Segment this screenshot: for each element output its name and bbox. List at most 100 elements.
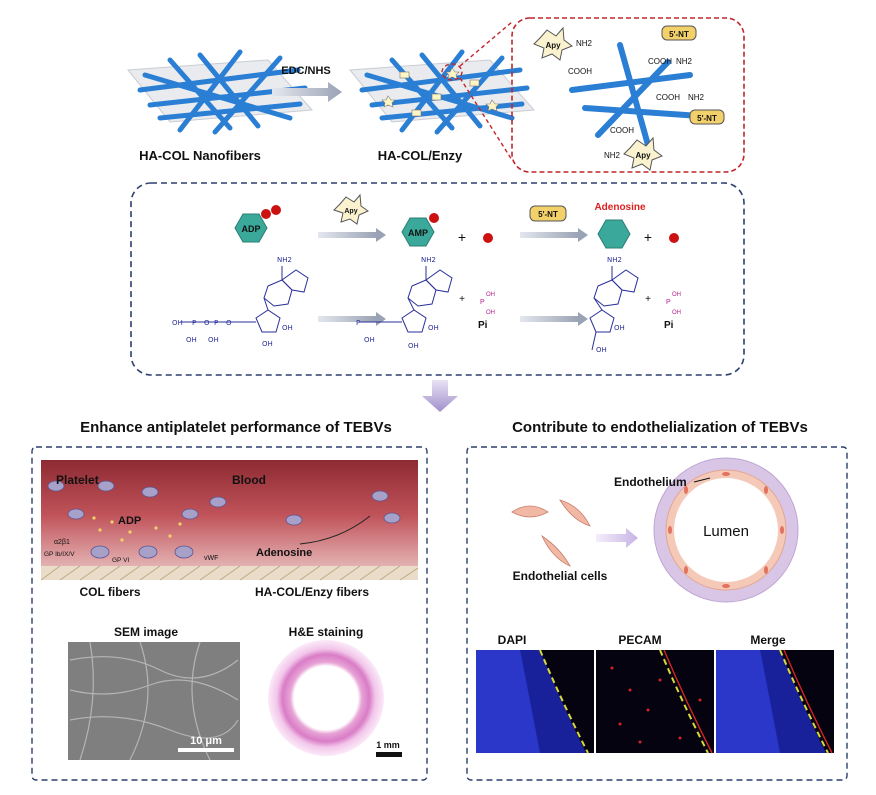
svg-text:Apy: Apy — [344, 208, 357, 215]
inset-nh2-2: NH2 — [676, 57, 693, 66]
adp-p-2: P — [214, 319, 218, 327]
he-title: H&E staining — [289, 625, 364, 639]
lumen-label: Lumen — [703, 523, 749, 540]
svg-text:ADP: ADP — [241, 224, 260, 234]
svg-text:5'-NT: 5'-NT — [697, 114, 717, 123]
adenosine-molecule — [597, 219, 631, 249]
pecam-image — [596, 649, 714, 754]
pecam-title: PECAM — [618, 633, 661, 647]
adenosine-oh-1: OH — [614, 324, 625, 332]
he-scale-bar — [376, 752, 402, 757]
nt-enzyme-1: 5'-NT — [661, 25, 697, 41]
platelet-label: Platelet — [56, 473, 99, 487]
dapi-title: DAPI — [498, 633, 527, 647]
pi-1-label: Pi — [478, 320, 488, 331]
pi-2-p: P — [666, 299, 671, 306]
right-panel-box — [466, 446, 848, 781]
pi-1-oh-a: OH — [486, 292, 495, 298]
a2b1-label: α2β1 — [54, 539, 70, 546]
inset-fiber — [569, 42, 703, 148]
amp-oh-1: OH — [364, 336, 375, 344]
pi-2-label: Pi — [664, 320, 674, 331]
svg-text:5'-NT: 5'-NT — [669, 30, 689, 39]
cells-to-lumen-arrow — [596, 528, 638, 548]
reaction-arrow — [272, 82, 342, 102]
nanofiber-mesh-enzy — [349, 49, 536, 135]
structure-arrow-2 — [520, 316, 578, 322]
adp-dots — [92, 516, 182, 542]
sem-image — [68, 642, 240, 760]
adenosine-oh-2: OH — [596, 346, 607, 354]
endothelium-nuclei — [668, 472, 784, 588]
reaction-label: EDC/NHS — [281, 65, 331, 77]
sem-title: SEM image — [114, 625, 178, 639]
gpvi-label: GP VI — [112, 557, 129, 564]
nt-enzyme-2: 5'-NT — [689, 109, 725, 125]
apy-enzyme-1: Apy — [533, 26, 574, 61]
adp-structure — [180, 266, 309, 333]
adp-oh-5: OH — [262, 340, 273, 348]
platelets — [47, 480, 401, 559]
adp-oh-3: OH — [208, 336, 219, 344]
adenosine-label: Adenosine — [256, 547, 312, 559]
gpib-label: GP Ib/IX/V — [44, 551, 75, 558]
he-scale-label: 1 mm — [376, 740, 400, 750]
svg-text:Apy: Apy — [545, 41, 561, 50]
endothelial-cells-label: Endothelial cells — [513, 569, 608, 583]
down-arrow — [422, 380, 458, 412]
zoom-lines — [441, 21, 513, 161]
sem-scale-bar — [178, 748, 234, 752]
pi-1-oh-b: OH — [486, 310, 495, 316]
amp-p: P — [356, 319, 360, 327]
adp-oh-4: OH — [282, 324, 293, 332]
adenosine-structure — [589, 266, 639, 351]
plus-1: + — [458, 229, 466, 245]
apy-enzyme-2: Apy — [623, 136, 664, 171]
col-fibers-label: COL fibers — [79, 585, 140, 599]
structure-arrow-1 — [318, 316, 376, 322]
vwf-label: vWF — [204, 555, 218, 562]
amp-oh-2: OH — [428, 324, 439, 332]
svg-text:Apy: Apy — [635, 151, 651, 160]
pi-2-oh-a: OH — [672, 292, 681, 298]
adp-molecule: ADP — [234, 205, 281, 243]
right-title: Contribute to endothelialization of TEBV… — [512, 419, 808, 436]
phosphate-2 — [669, 233, 679, 243]
left-panel-box — [31, 446, 428, 781]
dapi-image — [476, 649, 594, 754]
apy-step-arrow — [318, 232, 376, 238]
merge-title: Merge — [750, 633, 786, 647]
inset-cooh-3: COOH — [656, 93, 680, 102]
adenosine-title: Adenosine — [594, 202, 646, 213]
pi-1-p: P — [480, 299, 485, 306]
inset-cooh-2: COOH — [648, 57, 672, 66]
adp-o-1: O — [204, 319, 210, 327]
adp-oh-2: OH — [186, 336, 197, 344]
lumen-circle — [674, 478, 778, 582]
adenosine-flow-arrow — [299, 515, 371, 545]
adenosine-nh2: NH2 — [607, 256, 622, 264]
svg-text:5'-NT: 5'-NT — [538, 210, 558, 219]
adp-oh-1: OH — [172, 319, 183, 327]
inset-nh2-4: NH2 — [604, 151, 621, 160]
svg-text:AMP: AMP — [408, 228, 428, 238]
adp-nh2: NH2 — [277, 256, 292, 264]
pathway-nt-enzyme: 5'-NT — [529, 205, 567, 222]
adp-p-1: P — [192, 319, 196, 327]
left-title: Enhance antiplatelet performance of TEBV… — [80, 419, 392, 436]
endothelial-cells-shapes — [511, 499, 591, 567]
inset-nh2-1: NH2 — [576, 39, 593, 48]
amp-nh2: NH2 — [421, 256, 436, 264]
inset-cooh-4: COOH — [610, 126, 634, 135]
amp-oh-3: OH — [408, 342, 419, 350]
he-staining-ring — [268, 640, 384, 756]
pathway-apy-enzyme: Apy — [333, 193, 370, 225]
inset-cooh-1: COOH — [568, 67, 592, 76]
plus-2: + — [644, 229, 652, 245]
merge-image — [716, 649, 834, 754]
endothelium-label: Endothelium — [614, 475, 687, 489]
inset-nh2-3: NH2 — [688, 93, 705, 102]
nanofibers-label: HA-COL Nanofibers — [139, 148, 261, 163]
amp-molecule: AMP — [401, 213, 439, 247]
